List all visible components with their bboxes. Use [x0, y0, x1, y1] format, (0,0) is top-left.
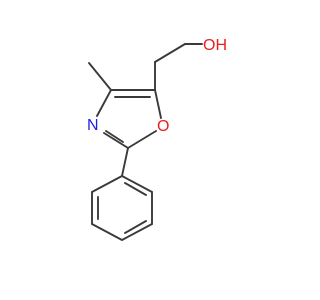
bond-c5-o1 — [154, 89, 162, 119]
ring-oxygen-label: O — [157, 118, 169, 135]
phenyl-inner-bond-1 — [124, 182, 147, 196]
ring-nitrogen-label: N — [87, 117, 99, 134]
bond-c2-n3 — [103, 132, 129, 149]
bond-ch2-ch2 — [154, 43, 186, 63]
phenyl-inner-bond-2 — [124, 220, 147, 234]
molecule-structure-diagram: OH N O — [87, 37, 227, 242]
bond-n3-c4 — [96, 89, 112, 117]
bond-c4-methyl — [88, 62, 112, 91]
bond-c2-phenyl — [121, 147, 129, 177]
phenyl-ring — [91, 174, 153, 242]
hydroxyl-label: OH — [203, 37, 227, 54]
bond-c2-n3-double — [105, 130, 124, 143]
bond-o1-c2 — [127, 130, 157, 149]
